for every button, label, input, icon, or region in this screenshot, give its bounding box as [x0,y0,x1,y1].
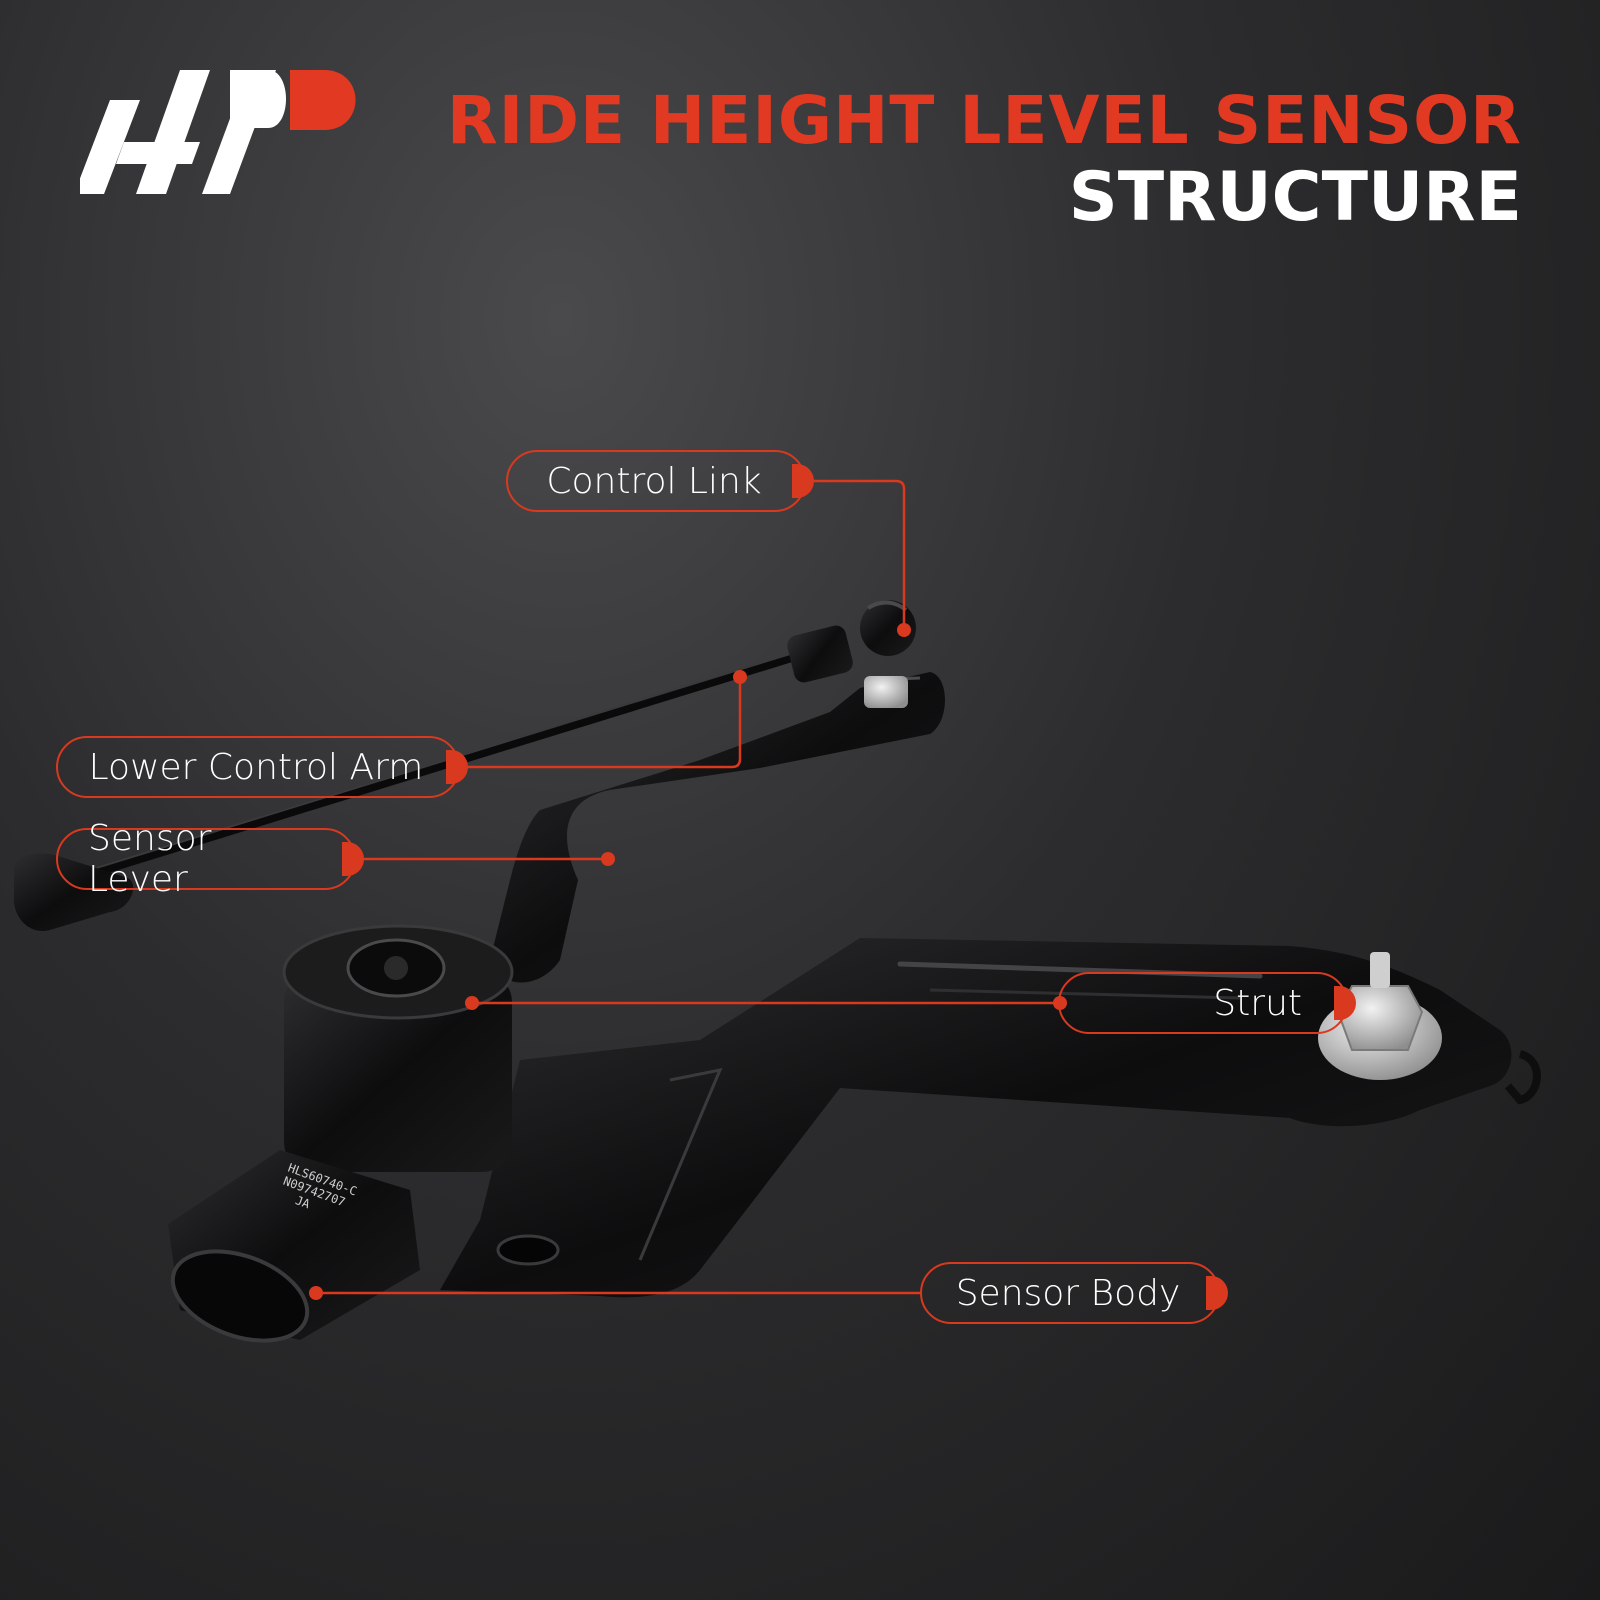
callout-strut: Strut [1058,972,1356,1034]
sensor-body: HLS60740-C N09742707 JA [168,924,514,1343]
brand-logo-icon [80,70,356,194]
strut-bracket [440,938,1541,1298]
title-line-1: RIDE HEIGHT LEVEL SENSOR [446,82,1522,159]
callout-tab-icon [1334,986,1356,1020]
callout-sensor-lever: Sensor Lever [56,818,364,900]
callout-control-link-label: Control Link [546,460,762,502]
callout-tab-icon [792,464,814,498]
sensor-lever [490,672,945,983]
callout-sensor-body: Sensor Body [920,1262,1228,1324]
title-line-2: STRUCTURE [1068,158,1522,237]
callout-lower-control-arm: Lower Control Arm [56,736,468,798]
callout-control-link: Control Link [506,450,814,512]
callout-tab-icon [1206,1276,1228,1310]
callout-tab-icon [342,842,364,876]
part-marking-line-3: JA [293,1193,312,1211]
page-title: RIDE HEIGHT LEVEL SENSOR STRUCTURE [447,88,1522,232]
strut-nut [1318,952,1442,1080]
callout-strut-label: Strut [1213,982,1302,1024]
callout-tab-icon [446,750,468,784]
callout-sensor-lever-label: Sensor Lever [88,818,212,900]
callout-lower-control-arm-label: Lower Control Arm [88,746,424,788]
callout-sensor-body-label: Sensor Body [955,1272,1181,1314]
